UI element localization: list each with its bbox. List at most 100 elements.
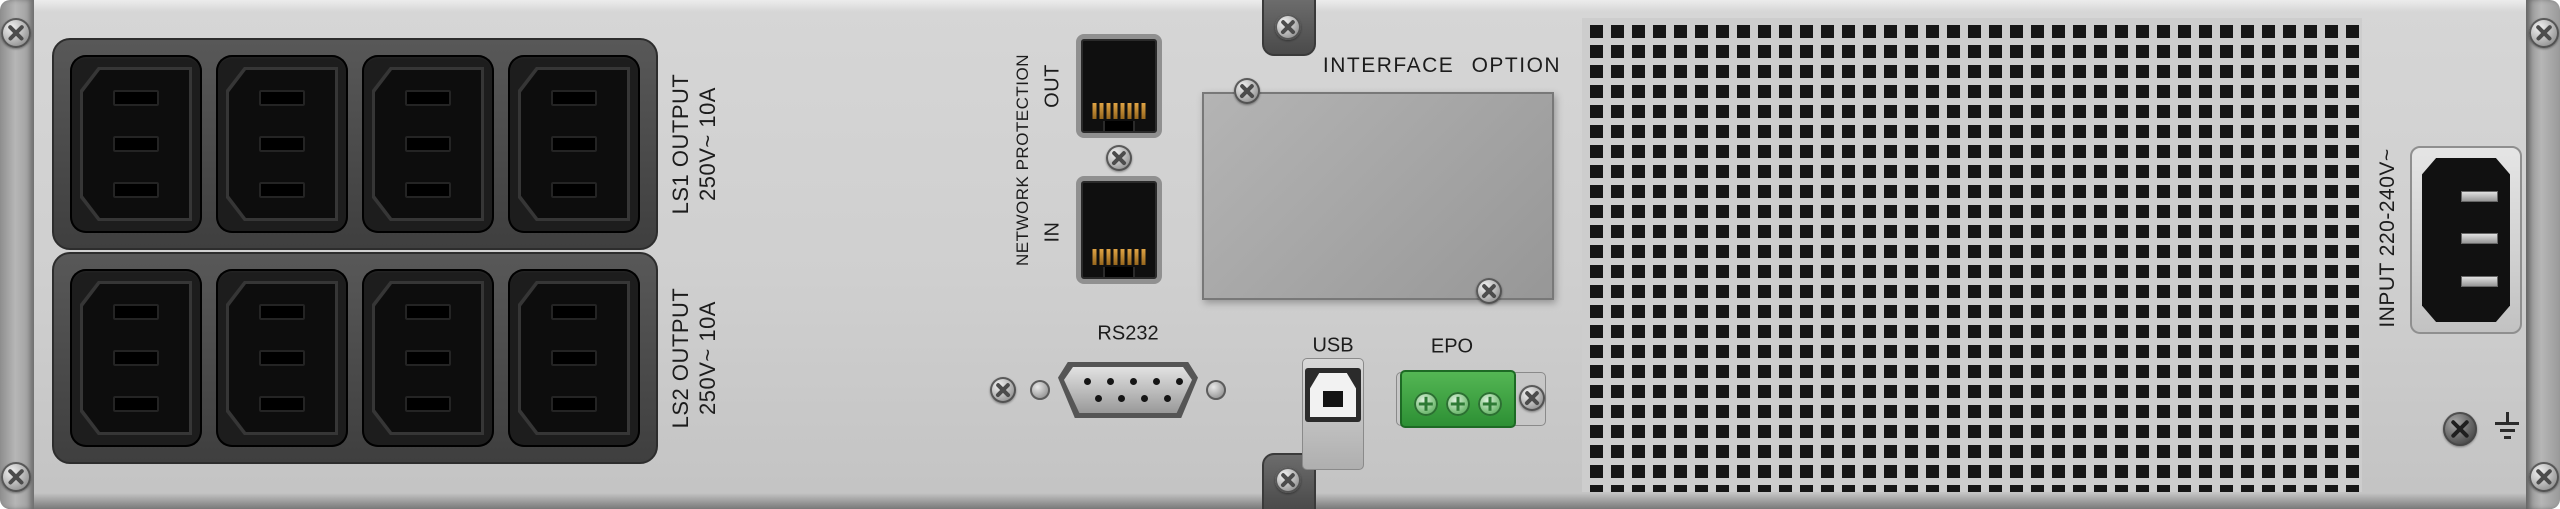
db9-standoff [1030,380,1050,400]
outlet-socket [521,70,627,218]
pin-slot [113,304,159,320]
rj45-notch [1103,267,1135,277]
rj45-in-jack [1076,176,1162,284]
ls1-spec: 250V~ 10A [695,87,720,201]
db9-standoff [1206,380,1226,400]
c13-outlet [70,269,202,447]
db9-pin [1107,378,1114,385]
c13-outlet [508,55,640,233]
db9-pin [1118,395,1125,402]
db9-pin [1176,378,1183,385]
rj45-notch [1103,121,1135,131]
outlet-socket [521,284,627,432]
usb-port-tongue [1323,390,1343,407]
rj45-pins [1092,103,1146,119]
usb-label: USB [1312,334,1354,357]
inlet-pin [2460,276,2498,288]
epo-terminal-block [1400,370,1516,428]
c13-outlet [216,269,348,447]
network-protection-label: NETWORK PROTECTION [1013,53,1032,267]
db9-pin [1141,395,1148,402]
pin-slot [405,396,451,412]
right-mounting-rail [2526,0,2560,509]
screw-icon [1,18,31,48]
left-mounting-rail [0,0,34,509]
c14-inlet [2422,158,2510,322]
db9-pin [1153,378,1160,385]
ls2-name: LS2 OUTPUT [668,287,693,429]
c13-outlet [362,269,494,447]
rs232-label: RS232 [1097,322,1159,345]
outlet-socket [83,284,189,432]
epo-terminal-screw [1414,392,1438,416]
epo-label: EPO [1430,335,1474,358]
pin-slot [551,182,597,198]
inlet-pin [2460,190,2498,202]
screw-icon [2529,462,2559,492]
screw-icon [990,377,1016,403]
outlet-socket [229,284,335,432]
earth-ground-icon [2494,412,2520,446]
ground-screw [2443,412,2477,446]
pin-slot [259,182,305,198]
outlet-group-ls2 [52,252,658,464]
pin-slot [551,396,597,412]
screw-icon [1275,467,1301,493]
rj45-pins [1092,249,1146,265]
screw-icon [1106,145,1132,171]
screw-icon [1476,278,1502,304]
ac-inlet-housing [2410,146,2522,334]
pin-slot [113,350,159,366]
pin-slot [113,90,159,106]
screw-icon [1234,78,1260,104]
pin-slot [259,396,305,412]
pin-slot [113,396,159,412]
db9-pin [1084,378,1091,385]
ls1-output-label: LS1 OUTPUT 250V~ 10A [667,29,721,259]
pin-slot [551,136,597,152]
rs232-db9-connector [1030,362,1226,418]
screw-icon [1519,385,1545,411]
epo-terminal-screw [1478,392,1502,416]
screw-icon [2529,18,2559,48]
ventilation-grid [1582,18,2362,492]
db9-pin [1130,378,1137,385]
ls1-name: LS1 OUTPUT [668,73,693,215]
outlet-socket [229,70,335,218]
db9-face [1064,367,1192,413]
db9-pin [1164,395,1171,402]
c13-outlet [216,55,348,233]
ls2-output-label: LS2 OUTPUT 250V~ 10A [667,243,721,473]
pin-slot [551,90,597,106]
interface-option-cover [1202,92,1554,300]
pin-slot [551,304,597,320]
db9-pin [1095,395,1102,402]
pin-slot [113,136,159,152]
c13-outlet [70,55,202,233]
pin-slot [259,350,305,366]
rj45-out-jack [1076,34,1162,138]
pin-slot [405,90,451,106]
usb-b-port [1305,368,1361,422]
inlet-pin [2460,233,2498,245]
screw-icon [1,462,31,492]
screw-icon [1275,14,1301,40]
network-out-label: OUT [1041,64,1064,108]
pin-slot [405,182,451,198]
outlet-group-ls1 [52,38,658,250]
ls2-spec: 250V~ 10A [695,301,720,415]
input-label: INPUT 220-240V~ [2376,148,2399,328]
outlet-socket [83,70,189,218]
outlet-socket [375,284,481,432]
c13-outlet [508,269,640,447]
epo-terminal-screw [1446,392,1470,416]
pin-slot [259,304,305,320]
pin-slot [259,90,305,106]
outlet-socket [375,70,481,218]
pin-slot [113,182,159,198]
network-in-label: IN [1041,221,1064,243]
pin-slot [551,350,597,366]
c13-outlet [362,55,494,233]
pin-slot [405,136,451,152]
